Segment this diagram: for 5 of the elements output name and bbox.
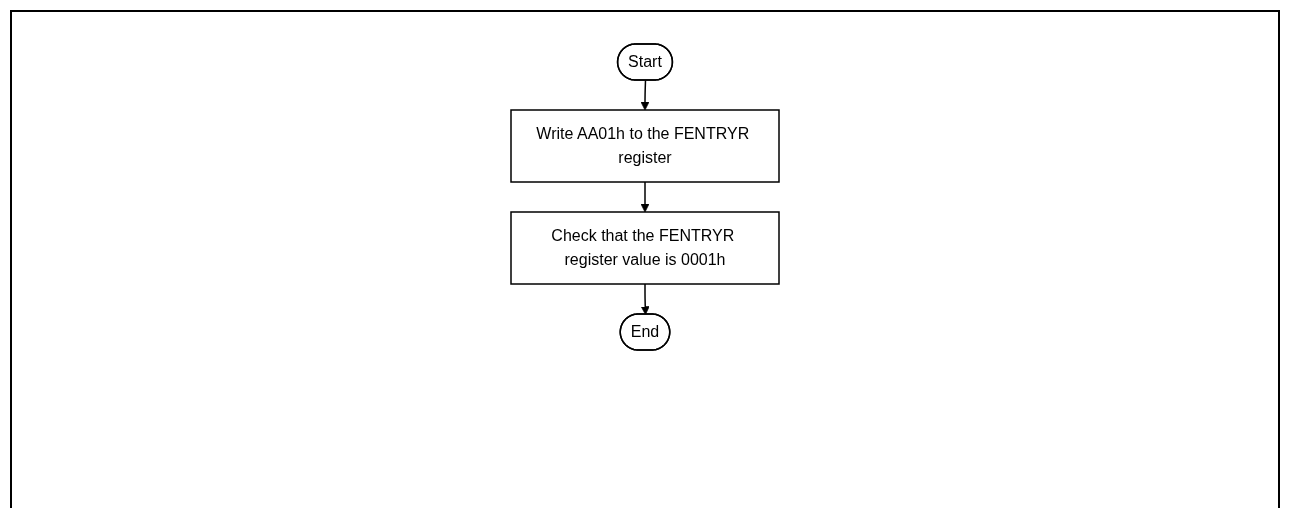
node-box: Write AA01h to the FENTRYR register (510, 109, 780, 183)
arrow (640, 181, 650, 213)
arrow (640, 79, 650, 111)
node-box: Check that the FENTRYR register value is 0001h (510, 211, 780, 285)
arrow (640, 283, 650, 315)
